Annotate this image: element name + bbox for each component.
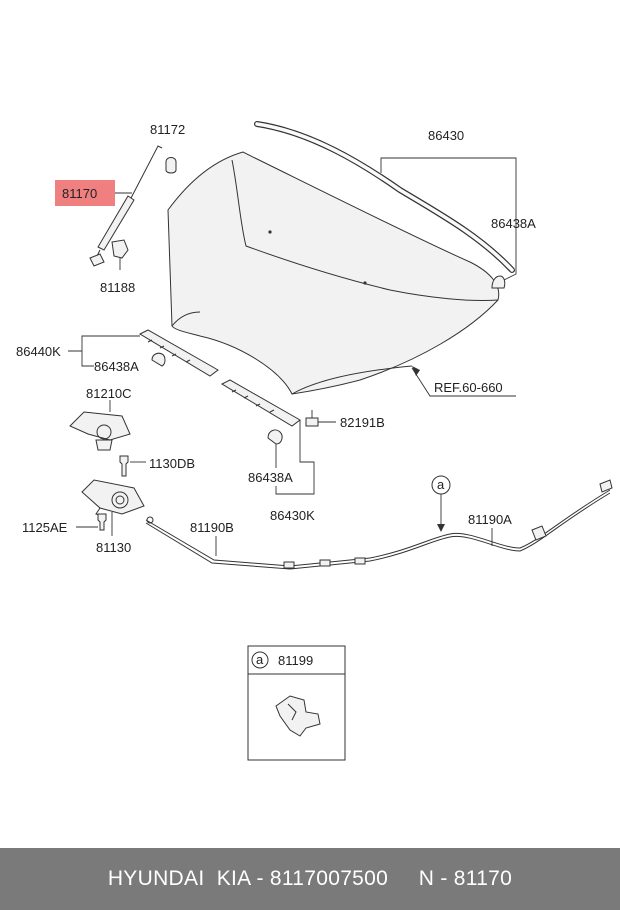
label-86438a-mid: 86438A [94, 359, 139, 374]
hood-lift-support [89, 145, 163, 267]
label-86430k: 86430K [270, 508, 315, 523]
label-ref: REF.60-660 [434, 380, 503, 395]
inset-callout-a: a [256, 652, 264, 667]
hood-latch-81210c [69, 411, 131, 451]
label-86440k: 86440K [16, 344, 61, 359]
label-81190a: 81190A [468, 512, 512, 527]
leader-86440k [68, 335, 140, 367]
release-cable [145, 479, 613, 570]
label-1125ae: 1125AE [22, 520, 68, 535]
footer-banner: HYUNDAI KIA - 8117007500 N - 81170 [0, 848, 620, 910]
weatherstrip-clip [491, 275, 506, 289]
label-81190b: 81190B [190, 520, 234, 535]
label-86430: 86430 [428, 128, 464, 143]
label-86438a-low: 86438A [248, 470, 293, 485]
label-81188: 81188 [100, 280, 135, 295]
label-1130db: 1130DB [149, 456, 195, 471]
bracket-81188 [111, 239, 129, 259]
hood-weatherstrip [254, 121, 515, 273]
inset-box [247, 645, 346, 761]
label-81210c: 81210C [86, 386, 132, 401]
bolt-1125ae [97, 513, 107, 531]
label-86438a-top: 86438A [491, 216, 536, 231]
label-81199: 81199 [278, 653, 313, 668]
bolt-1130db [119, 455, 129, 477]
hood-latch-81130 [81, 479, 145, 517]
leader-86430 [380, 157, 517, 281]
callout-a: a [437, 477, 445, 492]
clip-86438a-low [267, 429, 283, 445]
highlight-81170 [55, 180, 115, 206]
bumper-82191b [305, 417, 319, 427]
label-81172: 81172 [150, 122, 185, 137]
footer-text: HYUNDAI KIA - 8117007500 N - 81170 [107, 867, 513, 890]
clip-86438a-mid [151, 352, 166, 367]
ball-stud-81172 [165, 157, 177, 174]
cable-clip-81199 [275, 695, 321, 737]
hood-parts-diagram: 86430 86438A 81172 81170 81188 86440K 86… [16, 121, 613, 761]
insulator-strip-86440k [138, 329, 219, 377]
label-81170: 81170 [62, 186, 97, 201]
hood-panel [167, 151, 500, 395]
leader-ref [411, 367, 516, 397]
label-82191b: 82191B [340, 415, 385, 430]
label-81130: 81130 [96, 540, 131, 555]
